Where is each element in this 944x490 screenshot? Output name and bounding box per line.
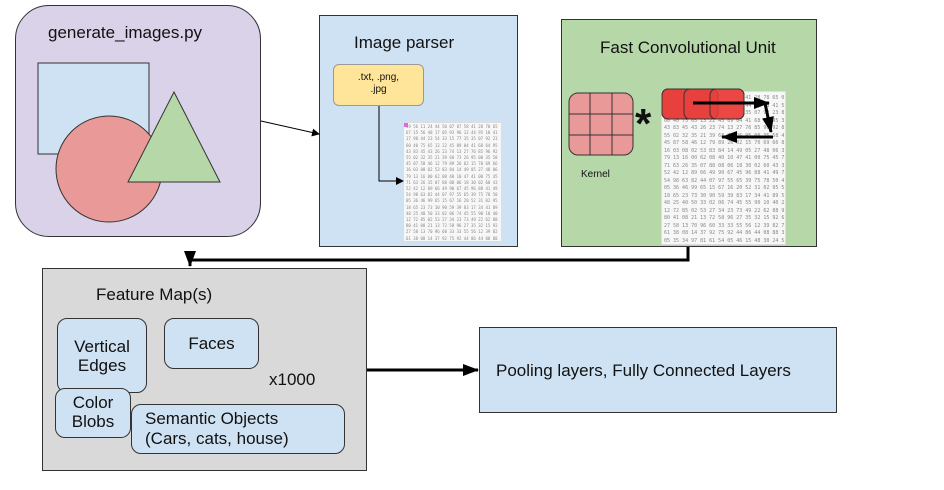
file-types-box: .txt, .png, .jpg <box>333 64 424 106</box>
pooling-panel <box>479 327 837 413</box>
image-parser-title: Image parser <box>354 33 455 52</box>
fcu-to-feature-arrow <box>184 247 690 267</box>
faces-label: Faces <box>188 334 235 353</box>
color-blobs-box: Color Blobs <box>55 388 131 438</box>
vertical-edges-label: Vertical Edges <box>74 337 130 375</box>
semantic-objects-label: Semantic Objects (Cars, cats, house) <box>145 409 289 448</box>
feature-map-title: Feature Map(s) <box>96 285 213 304</box>
color-blobs-label: Color Blobs <box>71 393 115 431</box>
pooling-label: Pooling layers, Fully Connected Layers <box>496 361 791 380</box>
triangle-shape <box>127 90 221 183</box>
scan-path-arrows <box>693 97 774 143</box>
generate-images-title: generate_images.py <box>48 23 203 42</box>
pixel-values-grid: 49 56 11 24 44 50 07 87 58 41 28 78 65 0… <box>406 124 500 240</box>
filetype-to-grid-arrow <box>378 106 404 185</box>
faces-box: Faces <box>164 318 259 369</box>
semantic-objects-box: Semantic Objects (Cars, cats, house) <box>131 404 345 454</box>
fcu-title: Fast Convolutional Unit <box>600 38 776 57</box>
generate-to-parser-arrow <box>260 120 320 137</box>
file-types-label: .txt, .png, .jpg <box>357 72 400 95</box>
kernel-matrix <box>568 92 634 156</box>
pixel-marker <box>404 123 408 127</box>
vertical-edges-box: Vertical Edges <box>57 318 147 393</box>
multiplier-label: x1000 <box>269 370 316 389</box>
kernel-label: Kernel <box>581 169 610 180</box>
convolution-operator: * <box>635 100 652 147</box>
parsed-pixel-grid: 49 56 11 24 44 50 07 87 58 41 28 78 65 0… <box>403 122 502 242</box>
